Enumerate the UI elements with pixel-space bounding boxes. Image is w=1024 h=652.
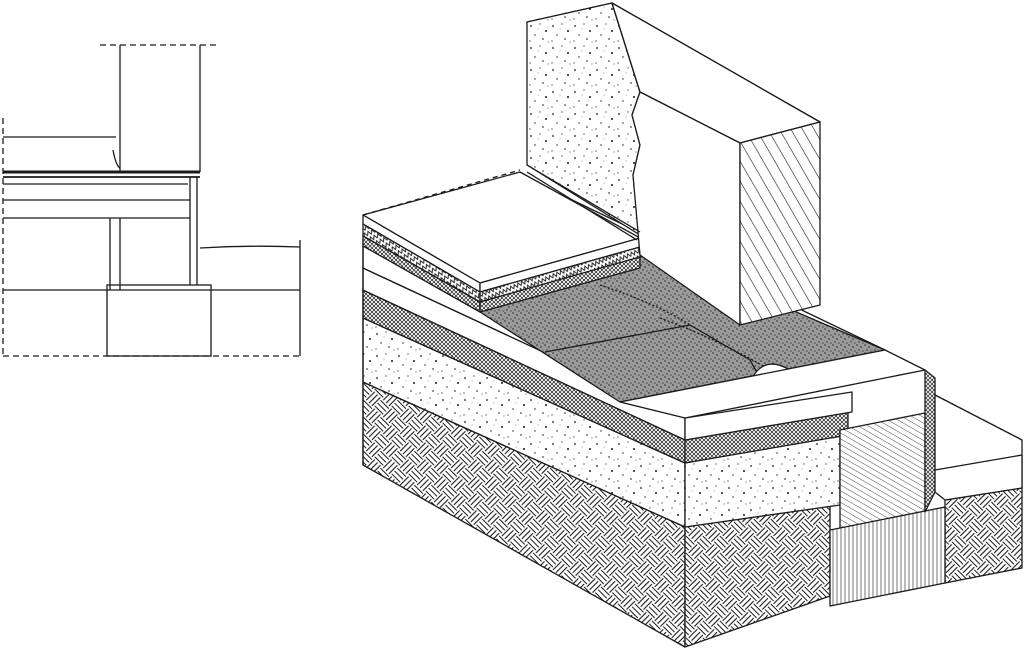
iso-dash-left <box>362 169 521 216</box>
membrane-seam-1 <box>599 284 691 326</box>
section-foundation <box>106 284 212 357</box>
section-upturn <box>112 149 121 169</box>
wall-cut-face <box>739 121 821 326</box>
section-drawing-icon <box>2 44 301 358</box>
membrane-seam-3 <box>659 317 771 371</box>
paving-lower-right <box>479 256 641 313</box>
ground-far-right <box>944 487 1023 584</box>
ground-right-face <box>684 504 831 648</box>
section-gutter <box>199 245 301 249</box>
deck-edge-front <box>619 349 926 419</box>
gutter-block <box>829 506 946 607</box>
insulation-right-face <box>684 391 853 441</box>
upstand-face <box>839 412 926 531</box>
wall-base-flashing <box>526 164 641 241</box>
upstand-side <box>924 369 936 513</box>
far-right-slab-front <box>934 454 1023 501</box>
isometric-drawing-icon <box>362 2 1023 648</box>
